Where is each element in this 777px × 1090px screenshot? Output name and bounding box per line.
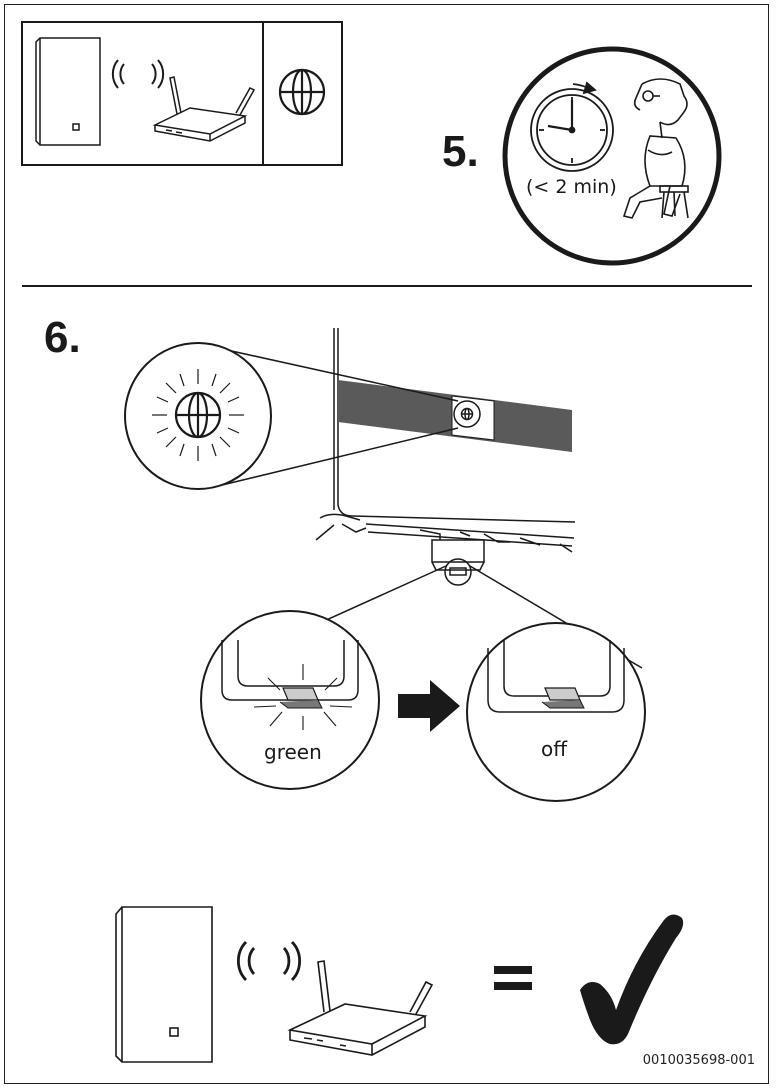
- wait-circle: [505, 49, 719, 263]
- arrow-right-icon: [398, 680, 460, 732]
- status-led-off-magnified: [467, 623, 645, 801]
- globe-icon: [280, 70, 324, 114]
- globe-icon-blinking: [176, 393, 220, 437]
- led-green-label: green: [264, 740, 322, 764]
- document-id: 0010035698-001: [643, 1053, 755, 1068]
- boiler-front-view: [316, 328, 575, 570]
- led-off-label: off: [541, 737, 567, 761]
- boiler-icon-large: [116, 907, 212, 1062]
- equals-icon: [494, 966, 532, 990]
- clock-icon: [531, 83, 613, 171]
- control-stripe: [338, 380, 572, 452]
- waiting-person-icon: [624, 79, 688, 218]
- wait-duration-label: (< 2 min): [526, 176, 617, 198]
- wifi-waves-icon: [113, 60, 163, 88]
- router-icon: [155, 77, 254, 141]
- boiler-icon: [36, 38, 100, 145]
- checkmark-icon: [580, 914, 683, 1044]
- step-number-5: 5.: [442, 130, 479, 174]
- status-led-small: [445, 559, 471, 585]
- wifi-waves-icon-large: [238, 942, 299, 980]
- router-icon-large: [290, 961, 432, 1055]
- step-number-6: 6.: [44, 316, 81, 360]
